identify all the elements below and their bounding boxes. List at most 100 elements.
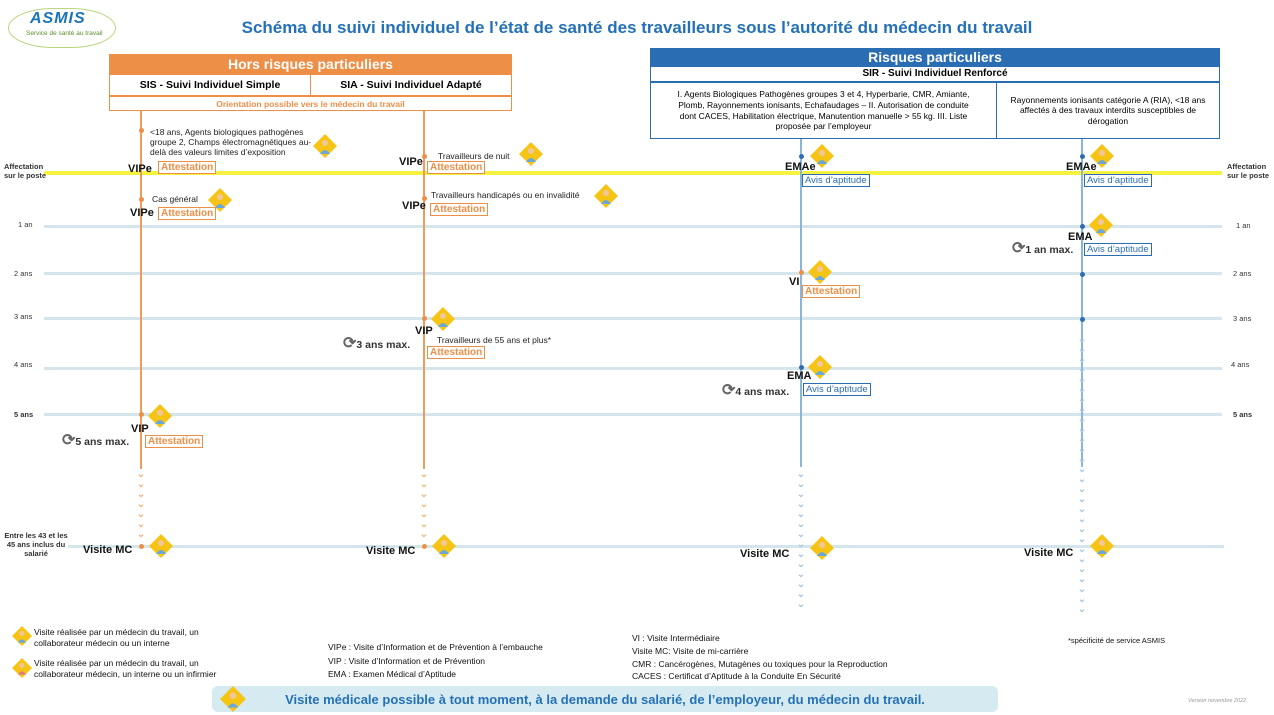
sis-vip: VIP xyxy=(131,423,149,435)
banner-text: Visite médicale possible à tout moment, … xyxy=(285,691,925,707)
doctor-icon xyxy=(594,184,618,208)
sia-continuation-chevrons: ⌄⌄⌄⌄⌄⌄⌄ xyxy=(417,470,431,540)
sis-attestation-3: Attestation xyxy=(145,435,204,448)
sia-note-2: Travailleurs handicapés ou en invalidité xyxy=(431,190,580,200)
chevron-down-icon: ⌄ xyxy=(796,599,806,610)
chevron-down-icon: ⌄ xyxy=(1077,424,1087,435)
sir1-attestation: Attestation xyxy=(802,285,861,298)
chevron-down-icon: ⌄ xyxy=(1077,374,1087,385)
sir-header: SIR - Suivi Individuel Renforcé xyxy=(650,66,1220,82)
chevron-down-icon: ⌄ xyxy=(419,489,429,500)
chevron-down-icon: ⌄ xyxy=(136,499,146,510)
sis-attestation-2: Attestation xyxy=(158,207,217,220)
year4-label-left: 4 ans xyxy=(14,360,33,369)
doctor-icon xyxy=(1089,213,1113,237)
chevron-down-icon: ⌄ xyxy=(1077,384,1087,395)
sir-right-vertical-line xyxy=(1081,139,1083,467)
page-title: Schéma du suivi individuel de l’état de … xyxy=(241,18,1033,37)
sis-dot-1 xyxy=(139,128,144,133)
sia-vip: VIP xyxy=(415,325,433,337)
doctor-icon xyxy=(220,686,246,715)
chevron-down-icon: ⌄ xyxy=(1077,564,1087,575)
sir2-dot-ema xyxy=(1080,224,1085,229)
chevron-down-icon: ⌄ xyxy=(1077,464,1087,475)
sir-left-vertical-line xyxy=(800,139,802,467)
sir2-dot-2 xyxy=(1080,272,1085,277)
sir2-dot-3 xyxy=(1080,317,1085,322)
year2-line xyxy=(44,272,1222,275)
sis-vipe-2: VIPe xyxy=(130,207,154,219)
sir2-avis-2: Avis d’aptitude xyxy=(1084,243,1152,256)
doctor-icon xyxy=(808,355,832,379)
sis-vipe-1: VIPe xyxy=(128,163,152,175)
year1-label-left: 1 an xyxy=(18,220,33,229)
doctor-icon xyxy=(149,534,173,558)
refresh-icon: ⟳ xyxy=(722,382,736,399)
chevron-down-icon: ⌄ xyxy=(1077,404,1087,415)
legend-doctor: Visite réalisée par un médecin du travai… xyxy=(34,627,199,649)
affectation-label-right: Affectation sur le poste xyxy=(1227,162,1270,180)
sir1-emae: EMAe xyxy=(785,161,816,173)
chevron-down-icon: ⌄ xyxy=(796,479,806,490)
version-note: Version novembre 2022 xyxy=(1188,698,1247,704)
sia-vipe-1: VIPe xyxy=(399,156,423,168)
legend-vip: VIP : Visite d’Information et de Prévent… xyxy=(328,656,486,666)
year5-label-right: 5 ans xyxy=(1233,410,1253,419)
sir1-dot-vi xyxy=(799,270,804,275)
sia-attestation-3: Attestation xyxy=(427,346,486,359)
sis-dot-mc xyxy=(139,544,144,549)
sir2-visite-mc: Visite MC xyxy=(1024,547,1074,559)
sia-cycle-label: 3 ans max. xyxy=(356,339,411,351)
doctor-icon xyxy=(313,134,337,158)
sia-visite-mc: Visite MC xyxy=(366,545,416,557)
sir1-avis-1: Avis d’aptitude xyxy=(802,174,870,187)
sir2-cycle-label: 1 an max. xyxy=(1025,244,1074,256)
sis-note-2: Cas général xyxy=(152,194,198,204)
chevron-down-icon: ⌄ xyxy=(419,519,429,530)
chevron-down-icon: ⌄ xyxy=(136,469,146,480)
sia-note-3: Travailleurs de 55 ans et plus* xyxy=(437,335,552,345)
chevron-down-icon: ⌄ xyxy=(136,519,146,530)
doctor-icon xyxy=(810,144,834,168)
sir-right-criteria: Rayonnements ionisants catégorie A (RIA)… xyxy=(996,82,1220,139)
chevron-down-icon: ⌄ xyxy=(796,579,806,590)
legend-ema: EMA : Examen Médical d’Aptitude xyxy=(328,669,457,679)
chevron-down-icon: ⌄ xyxy=(1077,454,1087,465)
chevron-down-icon: ⌄ xyxy=(1077,414,1087,425)
sir1-ema: EMA xyxy=(787,370,812,382)
chevron-down-icon: ⌄ xyxy=(796,499,806,510)
year1-label-right: 1 an xyxy=(1236,221,1251,230)
sia-dot-1 xyxy=(422,154,427,159)
sia-note-1: Travailleurs de nuit xyxy=(438,151,510,161)
doctor-icon xyxy=(12,626,32,646)
chevron-down-icon: ⌄ xyxy=(136,509,146,520)
sir1-visite-mc: Visite MC xyxy=(740,548,790,560)
sis-visite-mc: Visite MC xyxy=(83,544,133,556)
mc-age-label: Entre les 43 et les 45 ans inclus du sal… xyxy=(4,531,68,558)
chevron-down-icon: ⌄ xyxy=(1077,334,1087,345)
chevron-down-icon: ⌄ xyxy=(796,589,806,600)
legend-mc: Visite MC: Visite de mi-carrière xyxy=(632,646,749,656)
sia-dot-3 xyxy=(422,316,427,321)
doctor-icon xyxy=(1090,534,1114,558)
sia-attestation-1: Attestation xyxy=(427,161,486,174)
sir-right-continuation-chevrons: ⌄⌄⌄⌄⌄⌄⌄⌄⌄⌄⌄⌄⌄⌄⌄⌄⌄⌄⌄⌄⌄⌄⌄⌄⌄⌄⌄⌄ xyxy=(1075,335,1089,615)
year4-label-right: 4 ans xyxy=(1231,360,1250,369)
asmis-logo xyxy=(8,8,116,48)
sia-dot-2 xyxy=(422,196,427,201)
year3-label-right: 3 ans xyxy=(1233,314,1252,323)
sis-cycle-label: 5 ans max. xyxy=(75,436,130,448)
sia-attestation-2: Attestation xyxy=(430,203,489,216)
sir1-cycle: ⟳4 ans max. xyxy=(722,380,789,400)
chevron-down-icon: ⌄ xyxy=(796,529,806,540)
sir2-emae: EMAe xyxy=(1066,161,1097,173)
orientation-note: Orientation possible vers le médecin du … xyxy=(109,96,512,111)
sir1-vi: VI xyxy=(789,276,800,288)
doctor-icon xyxy=(808,260,832,284)
sir1-dot-ema xyxy=(799,365,804,370)
chevron-down-icon: ⌄ xyxy=(1077,544,1087,555)
nurse-icon xyxy=(12,658,32,678)
chevron-down-icon: ⌄ xyxy=(1077,484,1087,495)
chevron-down-icon: ⌄ xyxy=(1077,554,1087,565)
sir2-ema: EMA xyxy=(1068,231,1093,243)
